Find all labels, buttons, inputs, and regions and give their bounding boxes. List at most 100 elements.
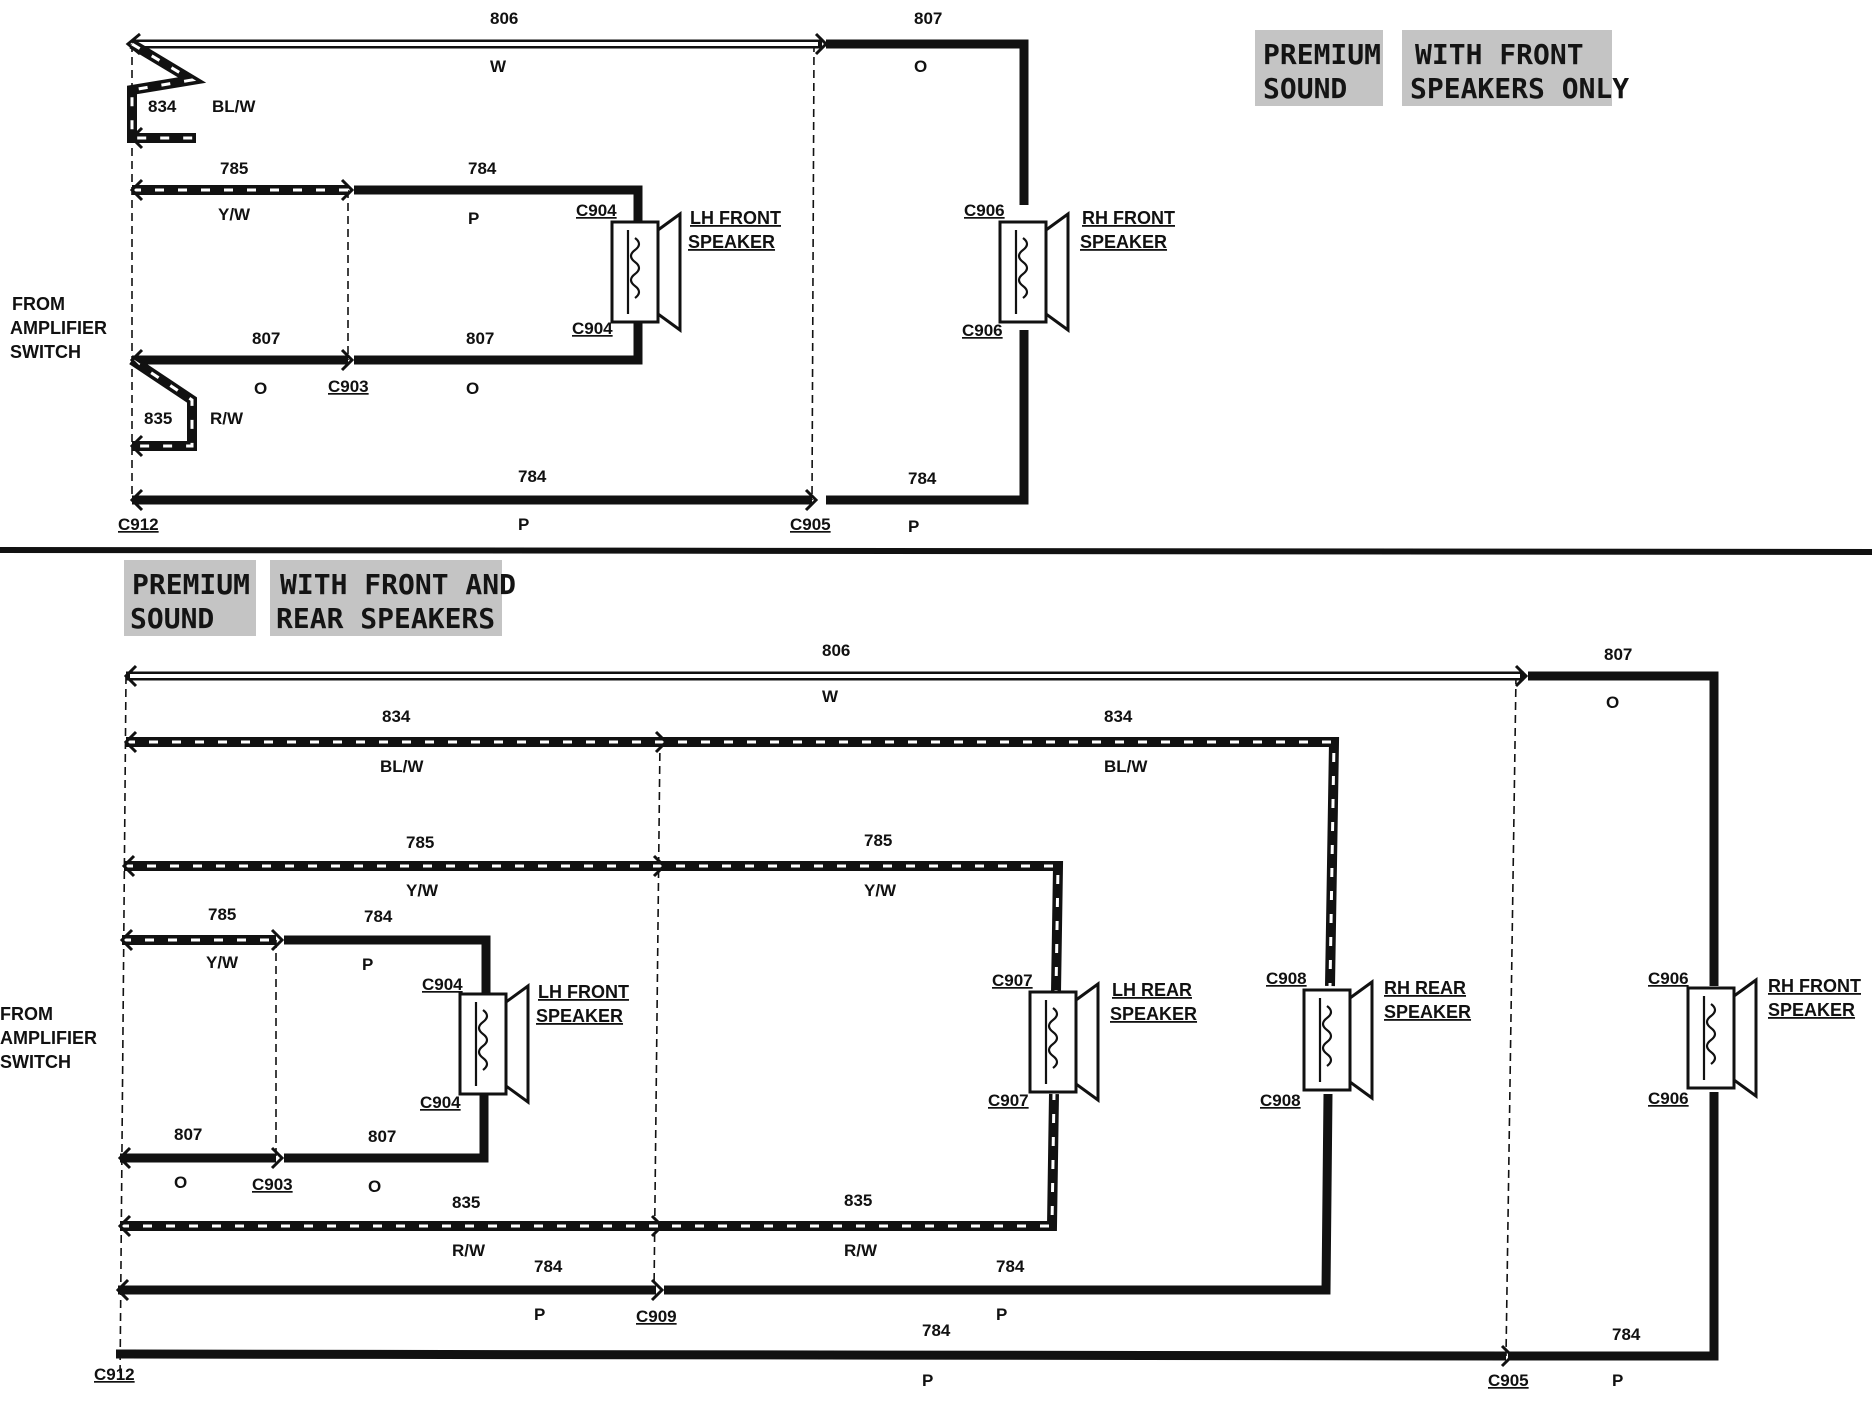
- top-banner-line2: SOUND: [1263, 72, 1347, 105]
- bottom-color-834-right: BL/W: [1104, 757, 1148, 776]
- bottom-banner-bg-left: [124, 560, 256, 636]
- bottom-banner-line3: WITH FRONT AND: [280, 568, 516, 601]
- top-source-line2: AMPLIFIER: [10, 318, 107, 338]
- top-end-834: [129, 126, 144, 150]
- bottom-label-784-bottom-right: 784: [1612, 1325, 1641, 1344]
- top-connector-c912: C912: [118, 515, 159, 534]
- bottom-color-835-left: R/W: [452, 1241, 486, 1260]
- top-connector-c905: C905: [790, 515, 831, 534]
- top-splice-line-c905: [811, 43, 815, 501]
- bottom-wire-807-right: [1528, 671, 1719, 986]
- top-wire-807-mid: [354, 322, 643, 365]
- bottom-rh-front-speaker: [1686, 977, 1758, 1099]
- bottom-wire-784-bottom: [115, 1349, 1507, 1361]
- top-label-834: 834: [148, 97, 177, 116]
- top-label-807-mid: 807: [466, 329, 494, 348]
- top-color-806: W: [490, 57, 507, 76]
- bottom-end-785-short: [119, 928, 134, 952]
- bottom-color-807-mid: O: [368, 1177, 381, 1196]
- top-banner-line3: WITH FRONT: [1415, 38, 1584, 71]
- bottom-lh-rear-label-1: LH REAR: [1112, 980, 1192, 1000]
- bottom-source-line1: FROM: [0, 1004, 53, 1024]
- top-rh-front-label-1: RH FRONT: [1082, 208, 1175, 228]
- bottom-connector-c903: C903: [252, 1175, 293, 1194]
- top-lh-front-label-1: LH FRONT: [690, 208, 781, 228]
- bottom-label-784-short: 784: [364, 907, 393, 926]
- bottom-lh-rear-speaker: [1028, 981, 1100, 1103]
- bottom-rh-front-label-2: SPEAKER: [1768, 1000, 1855, 1020]
- bottom-wire-807-mid: [284, 1094, 489, 1163]
- bottom-end-784-mid: [115, 1278, 130, 1302]
- top-chevron-807: [340, 348, 355, 372]
- top-banner-bg-left: [1255, 30, 1383, 106]
- bottom-chevron-784-mid: [650, 1278, 665, 1302]
- bottom-label-807-mid: 807: [368, 1127, 396, 1146]
- top-rh-front-speaker: [998, 211, 1070, 333]
- bottom-banner-line2: SOUND: [130, 602, 214, 635]
- bottom-label-785-long-right: 785: [864, 831, 892, 850]
- bottom-connector-c905: C905: [1488, 1371, 1529, 1390]
- bottom-splice-line-left: [119, 675, 127, 1381]
- bottom-color-835-right: R/W: [844, 1241, 878, 1260]
- bottom-label-807-right: 807: [1604, 645, 1632, 664]
- top-label-784-bottom: 784: [518, 467, 547, 486]
- bottom-rh-front-label-1: RH FRONT: [1768, 976, 1861, 996]
- top-wire-835: [129, 355, 197, 451]
- top-label-835: 835: [144, 409, 172, 428]
- bottom-color-806: W: [822, 687, 839, 706]
- top-color-807-right: O: [914, 57, 927, 76]
- top-banner-line4: SPEAKERS ONLY: [1410, 72, 1629, 105]
- panel-divider: [0, 547, 1872, 555]
- bottom-label-784-mid-left: 784: [534, 1257, 563, 1276]
- bottom-splice-line-c905: [1505, 675, 1517, 1357]
- top-connector-c903: C903: [328, 377, 369, 396]
- bottom-chevron-807: [270, 1146, 285, 1170]
- top-chevron-785: [340, 178, 355, 202]
- bottom-wire-784-short: [284, 935, 491, 994]
- bottom-end-834: [123, 730, 138, 754]
- top-color-807-mid: O: [466, 379, 479, 398]
- bottom-rh-rear-speaker: [1302, 979, 1374, 1101]
- bottom-splice-line-c909: [653, 739, 661, 1293]
- bottom-color-807-right: O: [1606, 693, 1619, 712]
- bottom-banner-bg-right: [270, 560, 502, 636]
- top-banner-line1: PREMIUM: [1263, 38, 1381, 71]
- top-color-834: BL/W: [212, 97, 256, 116]
- top-connector-c906-bot: C906: [962, 321, 1003, 340]
- bottom-label-785-short: 785: [208, 905, 236, 924]
- bottom-rh-rear-label-2: SPEAKER: [1384, 1002, 1471, 1022]
- bottom-end-806: [123, 664, 138, 688]
- bottom-banner-line4: REAR SPEAKERS: [276, 602, 495, 635]
- top-source-line3: SWITCH: [10, 342, 81, 362]
- top-connector-c904-bot: C904: [572, 319, 613, 338]
- top-wire-784-right: [826, 330, 1029, 505]
- bottom-color-807-left: O: [174, 1173, 187, 1192]
- top-color-835: R/W: [210, 409, 244, 428]
- bottom-connector-c907-bot: C907: [988, 1091, 1029, 1110]
- bottom-source-line2: AMPLIFIER: [0, 1028, 97, 1048]
- bottom-color-785-long-right: Y/W: [864, 881, 897, 900]
- top-source-line1: FROM: [12, 294, 65, 314]
- bottom-chevron-834: [654, 730, 669, 754]
- bottom-color-784-mid-left: P: [534, 1305, 545, 1324]
- top-rh-front-label-2: SPEAKER: [1080, 232, 1167, 252]
- bottom-label-806: 806: [822, 641, 850, 660]
- top-color-784-upper: P: [468, 209, 479, 228]
- bottom-wire-785-long: [124, 861, 1064, 993]
- bottom-wire-835: [120, 1093, 1059, 1231]
- bottom-label-784-bottom: 784: [922, 1321, 951, 1340]
- top-label-806: 806: [490, 9, 518, 28]
- top-end-785: [129, 178, 144, 202]
- bottom-chevron-785-short: [270, 928, 285, 952]
- bottom-connector-c908-top: C908: [1266, 969, 1307, 988]
- bottom-end-785-long: [121, 854, 136, 878]
- top-connector-c904-top: C904: [576, 201, 617, 220]
- top-wire-784-upper: [354, 185, 643, 222]
- bottom-banner-line1: PREMIUM: [132, 568, 250, 601]
- top-color-807-left: O: [254, 379, 267, 398]
- bottom-chevron-784-bottom: [1500, 1344, 1515, 1368]
- bottom-color-834-left: BL/W: [380, 757, 424, 776]
- bottom-lh-rear-label-2: SPEAKER: [1110, 1004, 1197, 1024]
- top-end-807: [129, 348, 144, 372]
